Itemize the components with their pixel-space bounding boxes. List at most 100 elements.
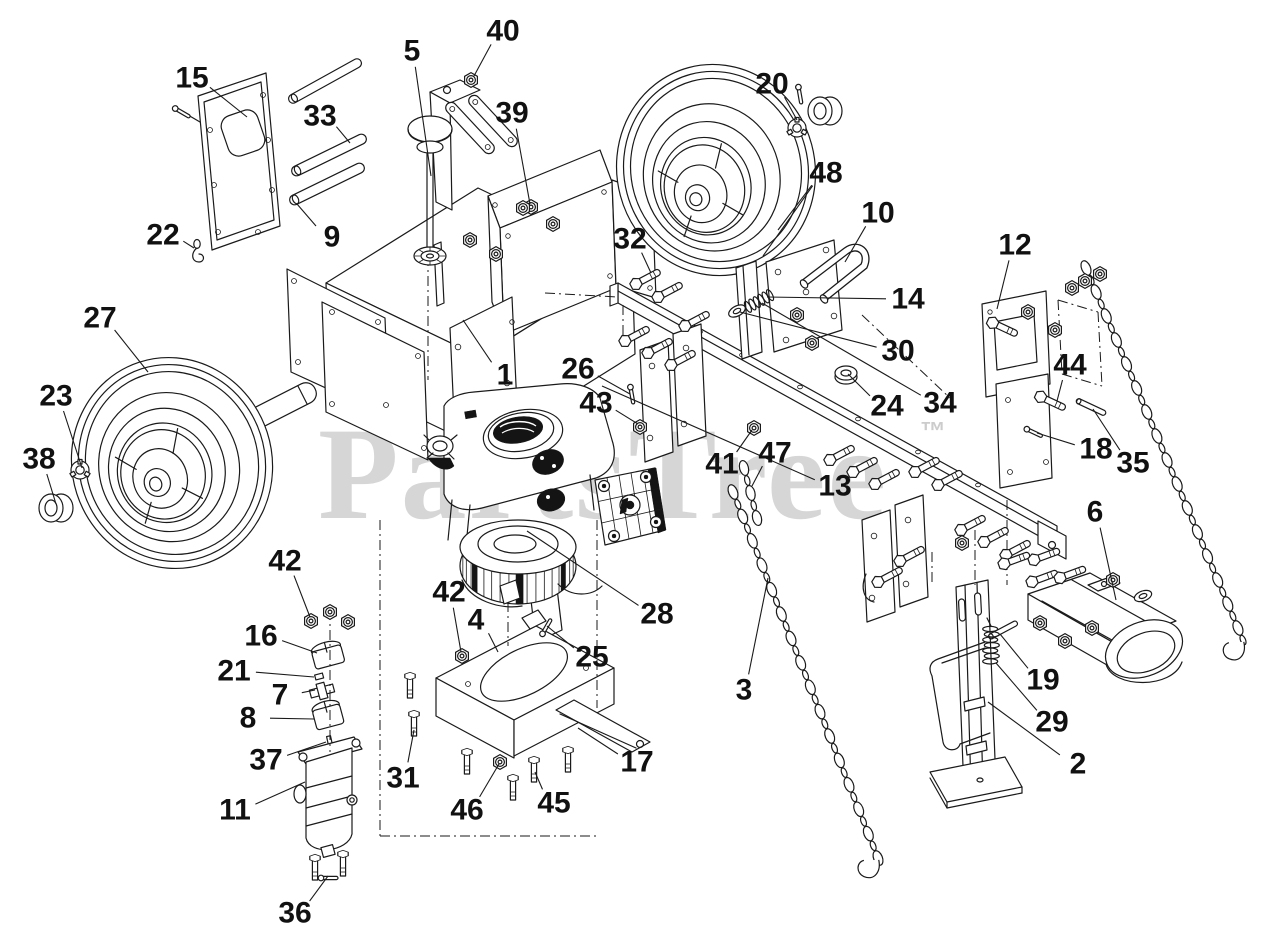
leader-line — [62, 410, 83, 469]
leader-line — [601, 385, 816, 481]
hardware-bolt — [985, 316, 1019, 337]
leader-line — [269, 717, 315, 720]
leader-line — [209, 86, 248, 118]
hardware-bolt — [641, 337, 673, 360]
leader-line — [761, 302, 922, 396]
part-number-label: 33 — [303, 100, 336, 133]
hardware-nut — [489, 246, 503, 262]
leader-line — [996, 260, 1010, 310]
leader-line — [615, 409, 639, 425]
part-number-label: 35 — [1116, 447, 1149, 480]
u-bolt — [799, 243, 870, 304]
leader-line — [515, 128, 531, 205]
leader-line — [462, 319, 493, 363]
hardware-bolt — [1027, 547, 1061, 567]
part-number-label: 25 — [575, 641, 608, 674]
part-number-label: 42 — [268, 545, 301, 578]
hardware-nut — [341, 614, 355, 630]
part-number-label: 32 — [613, 223, 646, 256]
construction-lines — [329, 256, 1103, 837]
tie-rods — [287, 58, 367, 206]
engine — [423, 383, 667, 608]
left-wheel — [70, 356, 274, 570]
leader-line — [296, 203, 317, 227]
hardware-bolt — [868, 468, 900, 491]
hardware-nut — [805, 335, 819, 351]
hardware-bolt — [629, 268, 661, 291]
leader-line — [1036, 432, 1075, 446]
construction-line — [1057, 299, 1099, 313]
leader-line — [777, 184, 813, 231]
part-number-label: 44 — [1053, 349, 1087, 382]
leader-line — [766, 296, 887, 300]
leader-line — [546, 625, 575, 649]
hardware-bolt — [871, 566, 903, 589]
hardware-nut — [955, 535, 969, 551]
hardware-cap2 — [807, 96, 843, 126]
leader-line — [309, 875, 329, 902]
part-number-label: 28 — [640, 598, 673, 631]
leader-line — [748, 577, 769, 675]
part-number-label: 40 — [486, 15, 519, 48]
construction-line — [1057, 299, 1063, 375]
leader-line — [46, 473, 57, 505]
right-wheel — [615, 63, 817, 277]
hardware-nut — [1078, 273, 1092, 289]
engine-fin-shadow — [472, 563, 478, 594]
hardware-nut — [304, 613, 318, 629]
chains — [727, 260, 1247, 879]
hardware-boltv — [309, 853, 321, 881]
hardware-boltv — [461, 747, 473, 775]
part-number-label: 41 — [705, 448, 738, 481]
hardware-cap2 — [38, 493, 74, 523]
leader-line — [1099, 527, 1117, 601]
hardware-bolt — [846, 456, 878, 479]
leader-line — [847, 373, 871, 397]
leader-line — [335, 126, 351, 144]
leader-line — [999, 633, 1029, 669]
part-number-label: 34 — [923, 387, 957, 420]
hardware-bolt — [618, 325, 650, 348]
part-number-label: 14 — [891, 283, 925, 316]
hardware-bolt — [1033, 390, 1067, 411]
leader-line — [473, 44, 492, 77]
hardware-nut — [1093, 266, 1107, 282]
leader-line — [526, 530, 639, 606]
part-number-label: 21 — [217, 655, 250, 688]
hardware-bolt — [908, 456, 940, 479]
hardware-boltv — [337, 849, 349, 877]
chain-link — [751, 509, 763, 527]
part-number-label: 37 — [249, 744, 282, 777]
part-number-label: 3 — [736, 674, 753, 707]
construction-line — [1097, 311, 1103, 387]
leader-line — [751, 465, 763, 487]
leader-line — [452, 607, 462, 653]
tank-bolt-holes — [291, 189, 653, 451]
part-number-label: 8 — [240, 702, 257, 735]
chain-hook — [1222, 641, 1245, 661]
part-number-label: 30 — [881, 335, 914, 368]
leader-line — [534, 771, 544, 790]
part-number-label: 17 — [620, 746, 653, 779]
hardware-springv — [982, 617, 1000, 665]
hardware-bolt — [678, 310, 710, 333]
leader-line — [597, 375, 631, 395]
part-number-label: 43 — [579, 387, 612, 420]
part-number-label: 45 — [537, 787, 570, 820]
hardware-nut — [463, 232, 477, 248]
construction-line — [861, 314, 951, 399]
hardware-bolt — [1025, 569, 1059, 589]
hardware-nut — [1058, 633, 1072, 649]
part-number-label: 15 — [175, 62, 208, 95]
hardware-nut — [493, 754, 507, 770]
engine-fins — [462, 554, 574, 605]
engine-fin-shadow — [560, 562, 566, 592]
hardware-nut — [516, 200, 530, 216]
hardware-bolt — [931, 469, 963, 492]
part-number-label: 6 — [1087, 496, 1104, 529]
hydraulic-pump — [293, 736, 363, 858]
hardware-bolt — [1053, 565, 1087, 585]
diagram-artwork — [70, 58, 1184, 858]
part-number-label: 18 — [1079, 433, 1112, 466]
